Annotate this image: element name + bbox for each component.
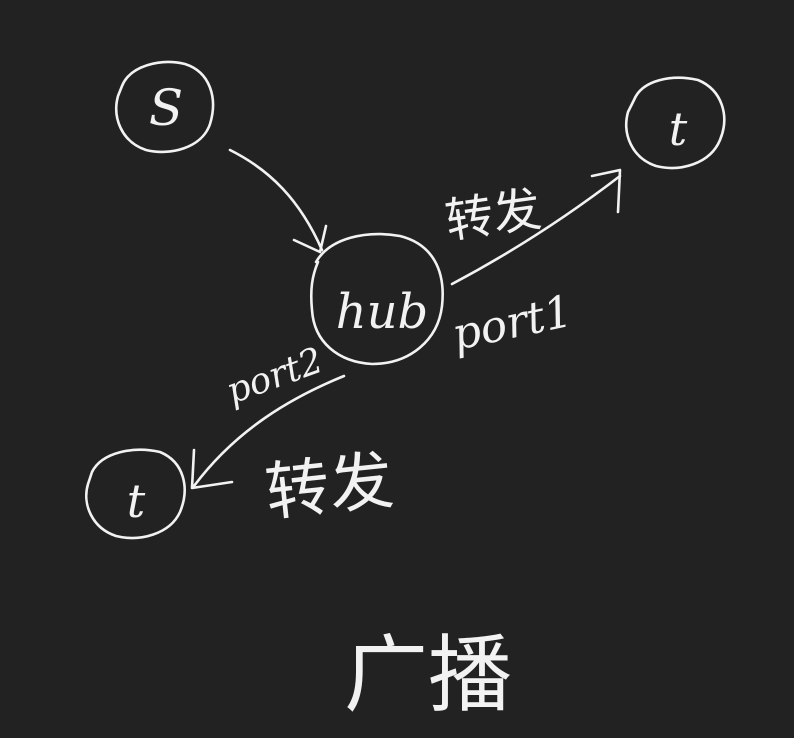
target-node-top-right-label: t	[669, 102, 688, 156]
arrow-source-to-hub-head	[292, 224, 328, 254]
arrow-hub-to-bottom-left-line	[192, 374, 346, 488]
arrow-hub-to-top-right-line	[450, 174, 622, 286]
diagram-caption: 广播	[344, 626, 512, 724]
arrow-hub-to-bottom-left-head	[190, 448, 234, 490]
forward-label-bottom: 转发	[262, 444, 397, 531]
forward-label-top: 转发	[442, 181, 545, 250]
arrow-hub-to-bottom-left	[190, 374, 346, 490]
arrow-hub-to-top-right-head	[590, 168, 622, 214]
hub-node: hub	[309, 232, 444, 366]
port2-label: port2	[221, 340, 328, 412]
hub-node-label: hub	[336, 284, 429, 340]
target-node-bottom-left-circle	[85, 448, 186, 540]
target-node-bottom-left: t	[85, 448, 186, 540]
source-node-label: S	[149, 79, 183, 137]
target-node-top-right-circle	[625, 76, 726, 170]
source-node-circle	[115, 60, 215, 154]
hub-node-circle	[309, 232, 444, 366]
arrow-source-to-hub-line	[228, 148, 324, 252]
source-node: S	[115, 60, 215, 154]
arrow-source-to-hub	[228, 148, 328, 254]
arrow-hub-to-top-right	[450, 168, 622, 286]
target-node-bottom-left-label: t	[127, 474, 146, 528]
port1-label: port1	[448, 286, 577, 361]
target-node-top-right: t	[625, 76, 726, 170]
